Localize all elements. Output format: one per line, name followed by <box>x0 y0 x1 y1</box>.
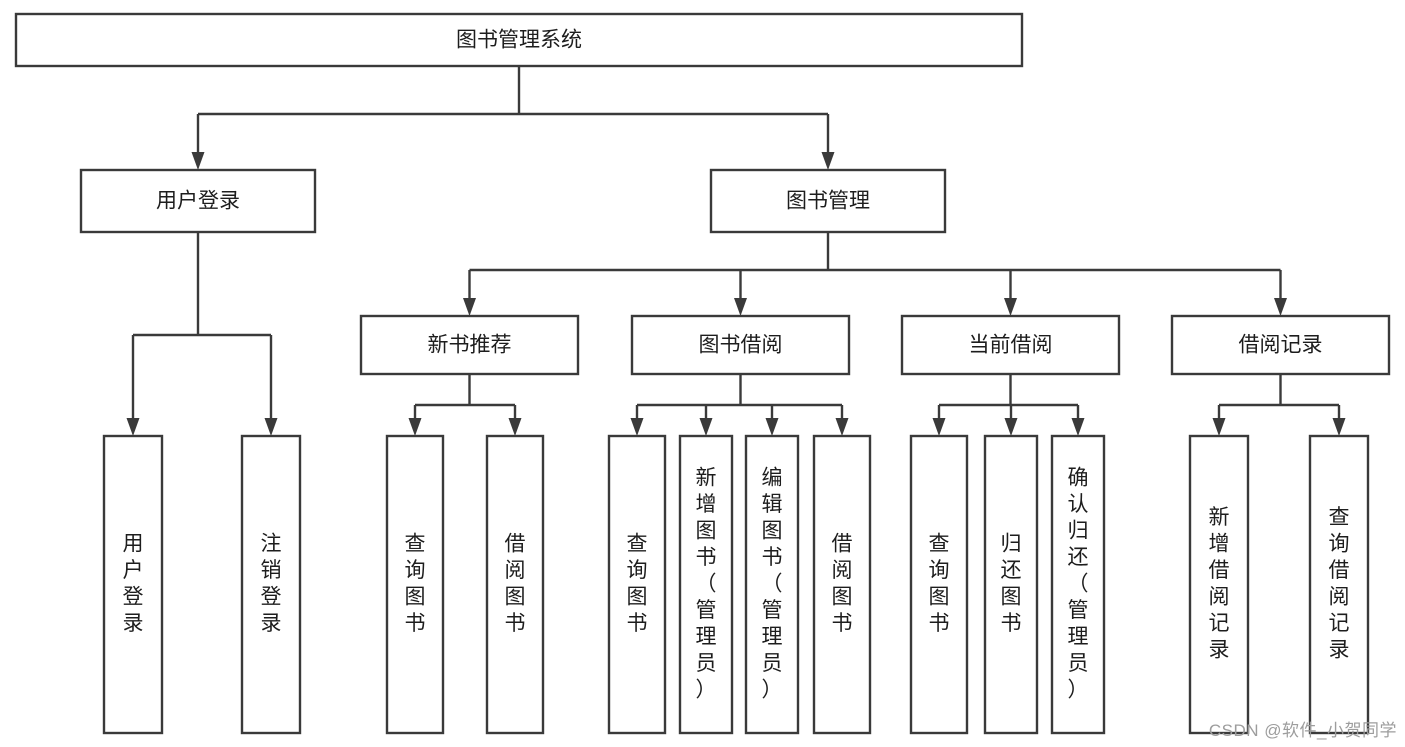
node-l3-book-borrow[interactable]: 图书借阅 <box>630 314 851 376</box>
node-leaf-cur-return[interactable]: 归还图书 <box>983 434 1039 735</box>
node-box <box>385 434 445 735</box>
node-label: 查询图书 <box>405 533 426 636</box>
node-label: 用户登录 <box>156 190 240 213</box>
node-leaf-user-login[interactable]: 用户登录 <box>102 434 164 735</box>
arrow-head-icon <box>932 418 946 436</box>
arrow-head-icon <box>1212 418 1226 436</box>
node-root[interactable]: 图书管理系统 <box>14 12 1024 68</box>
node-label: 新增借阅记录 <box>1209 506 1230 662</box>
node-label: 借阅图书 <box>832 533 853 636</box>
arrow-head-icon <box>1004 418 1018 436</box>
node-label: 当前借阅 <box>969 334 1053 357</box>
node-box <box>812 434 872 735</box>
node-l3-new-book-rec[interactable]: 新书推荐 <box>359 314 580 376</box>
arrow-head-icon <box>699 418 713 436</box>
arrow-head-icon <box>835 418 849 436</box>
node-box <box>744 434 800 735</box>
arrow-head-icon <box>463 298 476 316</box>
node-box <box>359 314 580 376</box>
node-label: 用户登录 <box>123 533 144 636</box>
node-label: 归还图书 <box>1001 533 1022 636</box>
node-leaf-rec-borrow[interactable]: 借阅图书 <box>485 434 545 735</box>
node-label: 新增图书（管理员） <box>696 466 717 701</box>
arrow-head-icon <box>765 418 779 436</box>
arrow-head-icon <box>191 152 205 170</box>
arrow-head-icon <box>734 298 747 316</box>
arrow-head-icon <box>408 418 422 436</box>
arrow-head-icon <box>821 152 835 170</box>
arrow-head-icon <box>126 418 140 436</box>
node-box <box>240 434 302 735</box>
node-leaf-borrow-add[interactable]: 新增图书（管理员） <box>678 434 734 735</box>
node-label: 确认归还（管理员） <box>1068 466 1089 701</box>
node-label: 查询图书 <box>929 533 950 636</box>
arrow-head-icon <box>1071 418 1085 436</box>
node-label: 图书管理 <box>786 190 870 213</box>
connector-layer <box>126 66 1346 436</box>
node-box <box>900 314 1121 376</box>
node-box <box>1050 434 1106 735</box>
node-box <box>983 434 1039 735</box>
node-label: 新书推荐 <box>428 334 512 357</box>
node-label: 编辑图书（管理员） <box>762 466 783 701</box>
node-label: 查询借阅记录 <box>1329 506 1350 662</box>
node-label: 图书管理系统 <box>456 29 582 52</box>
node-label: 图书借阅 <box>699 334 783 357</box>
arrow-head-icon <box>508 418 522 436</box>
node-label: 查询图书 <box>627 533 648 636</box>
node-leaf-cur-confirm[interactable]: 确认归还（管理员） <box>1050 434 1106 735</box>
node-l2-book-manage[interactable]: 图书管理 <box>709 168 947 234</box>
node-label: 借阅图书 <box>505 533 526 636</box>
arrow-head-icon <box>1004 298 1017 316</box>
node-box <box>909 434 969 735</box>
node-leaf-borrow-do[interactable]: 借阅图书 <box>812 434 872 735</box>
arrow-head-icon <box>264 418 278 436</box>
node-leaf-rec-query2[interactable]: 查询借阅记录 <box>1308 434 1370 735</box>
arrow-head-icon <box>630 418 644 436</box>
node-label: 借阅记录 <box>1239 334 1323 357</box>
node-leaf-rec-add[interactable]: 新增借阅记录 <box>1188 434 1250 735</box>
node-leaf-borrow-query[interactable]: 查询图书 <box>607 434 667 735</box>
node-leaf-rec-query[interactable]: 查询图书 <box>385 434 445 735</box>
node-box <box>678 434 734 735</box>
node-l3-current-borrow[interactable]: 当前借阅 <box>900 314 1121 376</box>
node-leaf-user-logout[interactable]: 注销登录 <box>240 434 302 735</box>
node-box <box>607 434 667 735</box>
node-box <box>630 314 851 376</box>
csdn-watermark: CSDN @软件_小贺同学 <box>1208 721 1397 740</box>
node-box <box>485 434 545 735</box>
node-l3-borrow-record[interactable]: 借阅记录 <box>1170 314 1391 376</box>
node-box <box>14 12 1024 68</box>
node-box <box>79 168 317 234</box>
node-box <box>1188 434 1250 735</box>
node-box <box>1170 314 1391 376</box>
node-leaf-cur-query[interactable]: 查询图书 <box>909 434 969 735</box>
node-box <box>102 434 164 735</box>
node-leaf-borrow-edit[interactable]: 编辑图书（管理员） <box>744 434 800 735</box>
node-box <box>1308 434 1370 735</box>
node-box <box>709 168 947 234</box>
node-layer: 图书管理系统用户登录图书管理新书推荐图书借阅当前借阅借阅记录用户登录注销登录查询… <box>14 12 1391 735</box>
node-l2-user-login[interactable]: 用户登录 <box>79 168 317 234</box>
arrow-head-icon <box>1274 298 1287 316</box>
node-label: 注销登录 <box>261 533 282 636</box>
arrow-head-icon <box>1332 418 1346 436</box>
